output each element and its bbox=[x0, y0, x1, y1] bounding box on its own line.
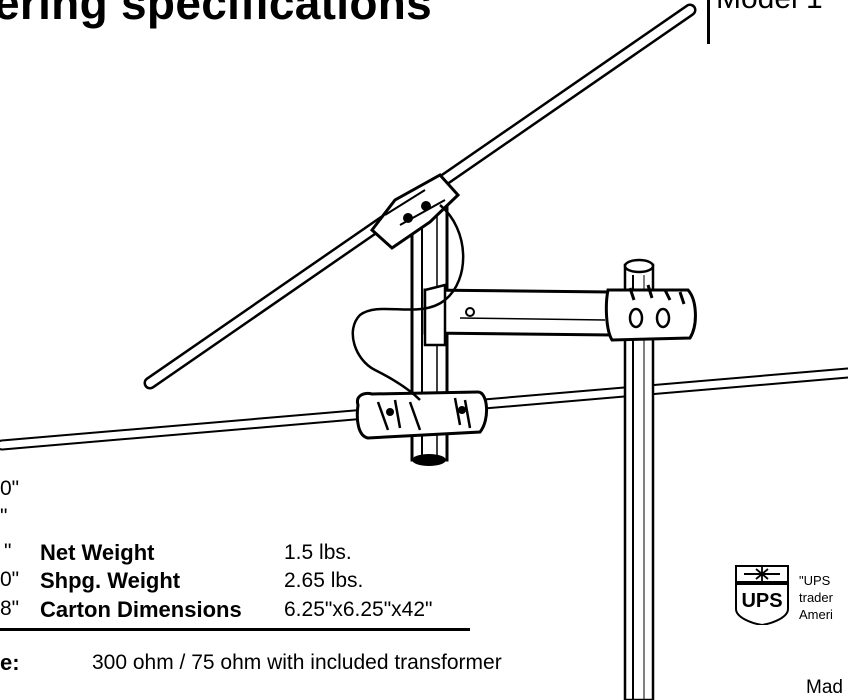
ups-logo-text: UPS bbox=[741, 590, 782, 612]
ups-text-line: Ameri bbox=[799, 607, 833, 622]
spec-label-shipping-weight: Shpg. Weight bbox=[40, 568, 181, 593]
spec-fragment: 0" bbox=[0, 568, 20, 591]
impedance-label: e: bbox=[0, 650, 20, 675]
ups-text-line: "UPS bbox=[799, 573, 831, 588]
spec-fragment: 8" bbox=[0, 597, 20, 620]
impedance-value: 300 ohm / 75 ohm with included transform… bbox=[92, 651, 502, 674]
mast-clamp bbox=[604, 284, 697, 342]
mounting-arm bbox=[423, 283, 614, 347]
model-label: Model 1 bbox=[716, 0, 823, 16]
section-divider bbox=[0, 628, 470, 631]
spec-fragment: " bbox=[4, 540, 12, 563]
spec-fragment: 0" bbox=[0, 477, 20, 500]
page-title: ering specifications bbox=[0, 0, 433, 29]
spec-fragment: " bbox=[0, 505, 8, 528]
spec-label-net-weight: Net Weight bbox=[40, 540, 155, 565]
spec-value-carton-dimensions: 6.25"x6.25"x42" bbox=[284, 598, 433, 621]
feed-wire bbox=[351, 204, 465, 401]
ups-text-line: trader bbox=[799, 590, 833, 605]
upper-bracket bbox=[369, 173, 461, 250]
spec-label-carton-dimensions: Carton Dimensions bbox=[40, 597, 242, 622]
lower-bracket bbox=[355, 390, 488, 440]
spec-value-net-weight: 1.5 lbs. bbox=[284, 541, 352, 564]
made-in-label: Mad bbox=[806, 677, 843, 698]
spec-value-shipping-weight: 2.65 lbs. bbox=[284, 569, 364, 592]
ups-logo-icon: UPS bbox=[735, 565, 789, 625]
header-divider bbox=[707, 0, 710, 44]
